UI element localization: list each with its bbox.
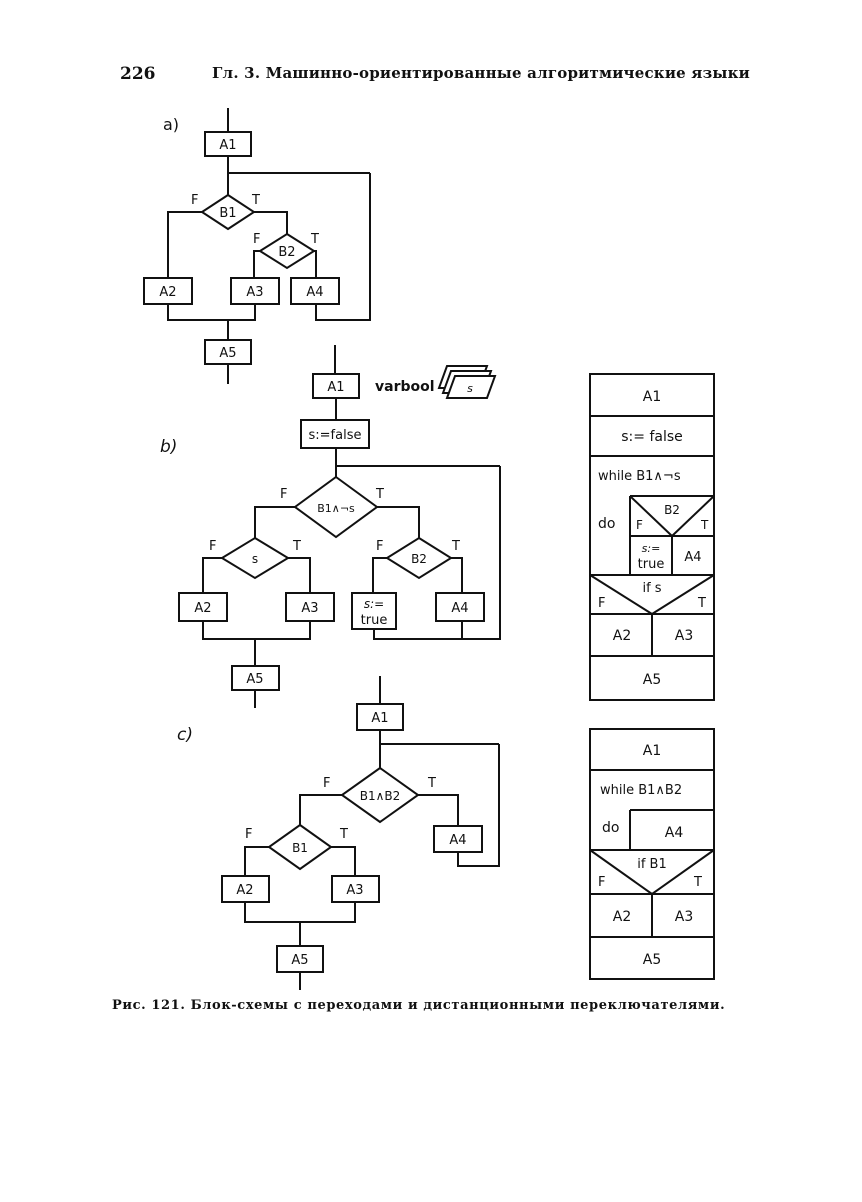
nsd-b-b2: B2 [664,503,680,517]
flowchart-c: c) A1 B1∧B2 F T A4 B1 F T A2 A3 A5 [177,676,500,990]
nsd-b-f1: F [636,518,643,532]
text-c-a3: A3 [346,883,363,898]
text-b-settrue2: true [361,613,388,628]
text-a-a1: A1 [219,138,236,153]
text-b-a5: A5 [246,672,263,687]
nsd-c-f: F [598,875,605,890]
text-c-a1: A1 [371,711,388,726]
structogram-b: A1 s:= false while B1∧¬s do B2 F T s:= t… [589,373,715,701]
nsd-b-t2: T [697,596,706,611]
figure-caption: Рис. 121. Блок-схемы с переходами и дист… [112,998,726,1013]
text-b-f3: F [376,539,383,554]
text-b-cond: B1∧¬s [317,502,355,515]
nsd-b-settrue1: s:= [642,542,661,555]
text-c-cond: B1∧B2 [360,789,401,803]
nsd-b-t1: T [700,518,709,532]
page-number: 226 [120,64,156,84]
text-a-a5: A5 [219,346,236,361]
text-a-b2: B2 [278,245,295,260]
text-a-t2: T [310,232,319,247]
text-b-vardecl: varbool [375,379,435,395]
flowchart-b: b) A1 varbool s s:=false B1∧¬s F T s F T… [160,345,501,708]
running-head: Гл. 3. Машинно-ориентированные алгоритми… [212,64,750,82]
text-a-f1: F [191,193,198,208]
nsd-c-do: do [602,820,619,836]
text-c-f1: F [323,776,330,791]
text-c-a2: A2 [236,883,253,898]
text-c-f2: F [245,827,252,842]
block-b-a4 [435,592,485,622]
nsd-b-a2: A2 [613,628,631,644]
text-c-b1: B1 [292,841,308,855]
text-b-a2: A2 [194,601,211,616]
text-b-s: s [252,552,258,566]
nsd-b-do: do [598,516,615,532]
label-c: c) [177,725,193,745]
nsd-c-while: while B1∧B2 [600,783,682,798]
nsd-b-a1: A1 [643,389,661,405]
nsd-c-a3: A3 [675,909,693,925]
nsd-b-if: if s [642,581,661,596]
text-c-a4: A4 [449,833,466,848]
nsd-b-settrue2: true [638,557,665,572]
diamond-a-b1 [200,193,256,231]
text-b-card: s [467,382,473,395]
nsd-b-a3: A3 [675,628,693,644]
text-b-settrue1: s:= [364,597,384,611]
text-a-t1: T [251,193,260,208]
text-c-t2: T [339,827,348,842]
nsd-b-assign: s:= false [621,429,683,445]
text-a-a4: A4 [306,285,323,300]
flowchart-a: a) A1 B1 F T B2 F T A2 A3 A4 A5 [143,108,371,384]
text-b-t2: T [292,539,301,554]
text-b-assign: s:=false [309,428,362,443]
structogram-c: A1 while B1∧B2 do A4 if B1 F T A2 A3 A5 [589,728,715,980]
diamond-b-b2 [385,536,453,580]
nsd-b-f2: F [598,596,605,611]
nsd-c-if: if B1 [637,857,667,872]
page-header: 226 Гл. 3. Машинно-ориентированные алгор… [0,60,862,90]
text-c-t1: T [427,776,436,791]
diamond-b-cond [293,475,379,539]
text-b-f2: F [209,539,216,554]
card-stack-icon: s [437,365,497,399]
text-b-a1: A1 [327,380,344,395]
text-a-a2: A2 [159,285,176,300]
nsd-b-while: while B1∧¬s [598,469,681,484]
diamond-b-s [220,536,290,580]
text-b-t3: T [451,539,460,554]
nsd-c-a4: A4 [665,825,684,841]
nsd-c-t: T [693,875,702,890]
text-a-a3: A3 [246,285,263,300]
nsd-c-a1: A1 [643,743,661,759]
text-b-a4: A4 [451,601,468,616]
nsd-b-a4: A4 [684,550,701,565]
diamond-a-b2 [258,232,316,270]
nsd-b-a5: A5 [643,672,661,688]
diamond-c-cond [340,766,420,824]
text-b-b2: B2 [411,552,427,566]
text-b-f1: F [280,487,287,502]
nsd-c-a5: A5 [643,952,661,968]
text-a-f2: F [253,232,260,247]
text-a-b1: B1 [219,206,236,221]
text-c-a5: A5 [291,953,308,968]
label-a: a) [163,115,179,134]
text-b-a3: A3 [301,601,318,616]
label-b: b) [160,437,177,457]
diamond-c-b1 [267,823,333,871]
text-b-t1: T [375,487,384,502]
nsd-c-a2: A2 [613,909,631,925]
